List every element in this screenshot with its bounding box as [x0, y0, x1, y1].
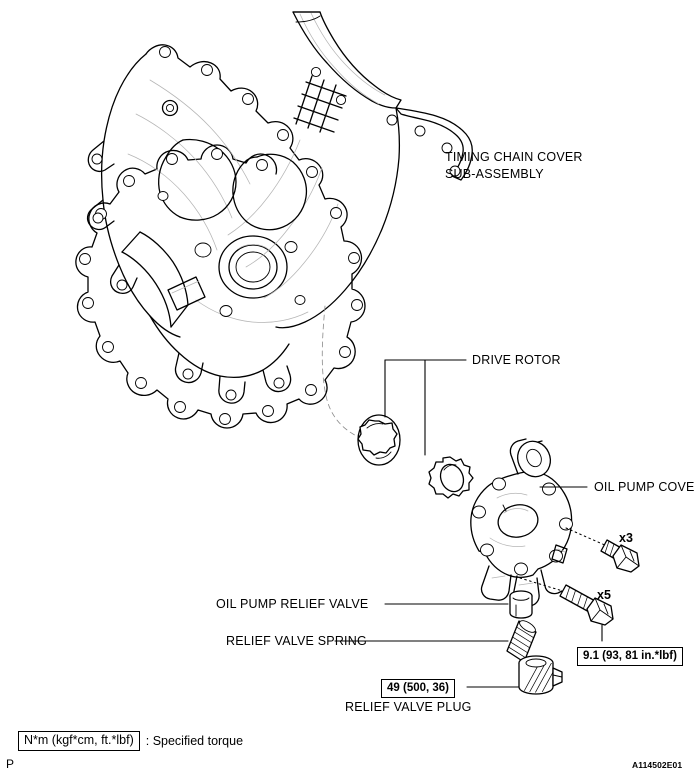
- crank-seal-boss: [218, 235, 288, 299]
- quantity-long-bolt: x5: [597, 588, 611, 602]
- oil-pump-relief-valve-part: [509, 590, 533, 619]
- callout-oil-pump-cover: OIL PUMP COVER: [594, 480, 694, 494]
- torque-spec-bolts: 9.1 (93, 81 in.*lbf): [577, 647, 683, 666]
- callout-oil-pump-relief-valve: OIL PUMP RELIEF VALVE: [216, 597, 369, 611]
- relief-valve-plug-part: [466, 655, 563, 695]
- callout-relief-valve-plug: RELIEF VALVE PLUG: [345, 700, 472, 714]
- callout-drive-rotor: DRIVE ROTOR: [472, 353, 561, 367]
- chain-guide-detail: [293, 75, 347, 133]
- short-bolt-part: [600, 539, 640, 573]
- cover-internal-structure: [127, 79, 339, 323]
- callout-timing-chain-cover-line2: SUB-ASSEMBLY: [445, 167, 544, 181]
- legend: N*m (kgf*cm, ft.*lbf) : Specified torque: [18, 731, 243, 751]
- corner-marker: P: [6, 757, 15, 771]
- driven-rotor-part: [357, 414, 401, 466]
- aux-boss: [161, 99, 179, 117]
- callout-timing-chain-cover-line1: TIMING CHAIN COVER: [445, 150, 583, 164]
- drive-rotor-part: [428, 456, 474, 499]
- oil-pump-cover-part: [470, 438, 573, 608]
- cover-bolt-bosses: [79, 46, 461, 425]
- timing-chain-cover-part: [75, 11, 473, 429]
- bolt-guide-x3: [565, 527, 608, 547]
- callout-relief-valve-spring: RELIEF VALVE SPRING: [226, 634, 367, 648]
- oil-pump-cover-bolt-bosses: [472, 477, 573, 576]
- legend-unit-box: N*m (kgf*cm, ft.*lbf): [18, 731, 140, 751]
- assembly-guide-cover-to-rotor: [321, 305, 373, 443]
- quantity-short-bolt: x3: [619, 531, 633, 545]
- bolt-guide-x5: [519, 577, 567, 593]
- image-reference-code: A114502E01: [632, 760, 683, 770]
- torque-spec-plug: 49 (500, 36): [381, 679, 456, 698]
- cover-oil-passages: [157, 191, 306, 317]
- legend-description: : Specified torque: [145, 733, 244, 748]
- drive-rotor-leader: [384, 359, 467, 456]
- callout-timing-chain-cover: TIMING CHAIN COVER SUB-ASSEMBLY: [445, 149, 583, 183]
